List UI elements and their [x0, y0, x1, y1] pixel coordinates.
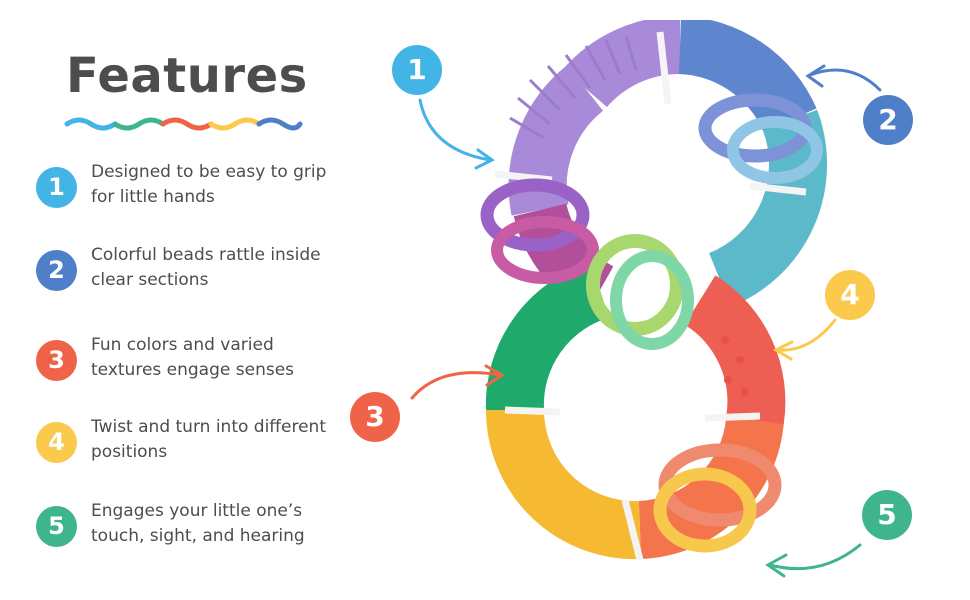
- page-title: Features: [66, 48, 308, 104]
- feature-text-3: Fun colors and varied textures engage se…: [91, 335, 295, 380]
- callout-badge-3: 3: [350, 392, 400, 442]
- callout-badge-4: 4: [825, 270, 875, 320]
- feature-item-3: 3 Fun colors and varied textures engage …: [36, 333, 336, 393]
- feature-text-4: Twist and turn into different positions: [91, 417, 326, 462]
- callout-badge-5: 5: [862, 490, 912, 540]
- number-badge-2: 2: [36, 250, 77, 291]
- feature-text-1: Designed to be easy to grip for little h…: [91, 162, 327, 207]
- feature-item-2: 2 Colorful beads rattle inside clear sec…: [36, 243, 336, 303]
- feature-item-1: 1 Designed to be easy to grip for little…: [36, 160, 336, 220]
- number-badge-3: 3: [36, 340, 77, 381]
- number-badge-5: 5: [36, 506, 77, 547]
- wavy-underline: [64, 117, 303, 131]
- feature-text-2: Colorful beads rattle inside clear secti…: [91, 245, 321, 290]
- feature-item-5: 5 Engages your little one’s touch, sight…: [36, 499, 336, 559]
- number-badge-1: 1: [36, 167, 77, 208]
- number-badge-4: 4: [36, 422, 77, 463]
- callout-badge-1: 1: [392, 45, 442, 95]
- callout-badge-2: 2: [863, 95, 913, 145]
- feature-item-4: 4 Twist and turn into different position…: [36, 415, 336, 475]
- teether-toy-illustration: [480, 20, 828, 561]
- feature-text-5: Engages your little one’s touch, sight, …: [91, 501, 305, 546]
